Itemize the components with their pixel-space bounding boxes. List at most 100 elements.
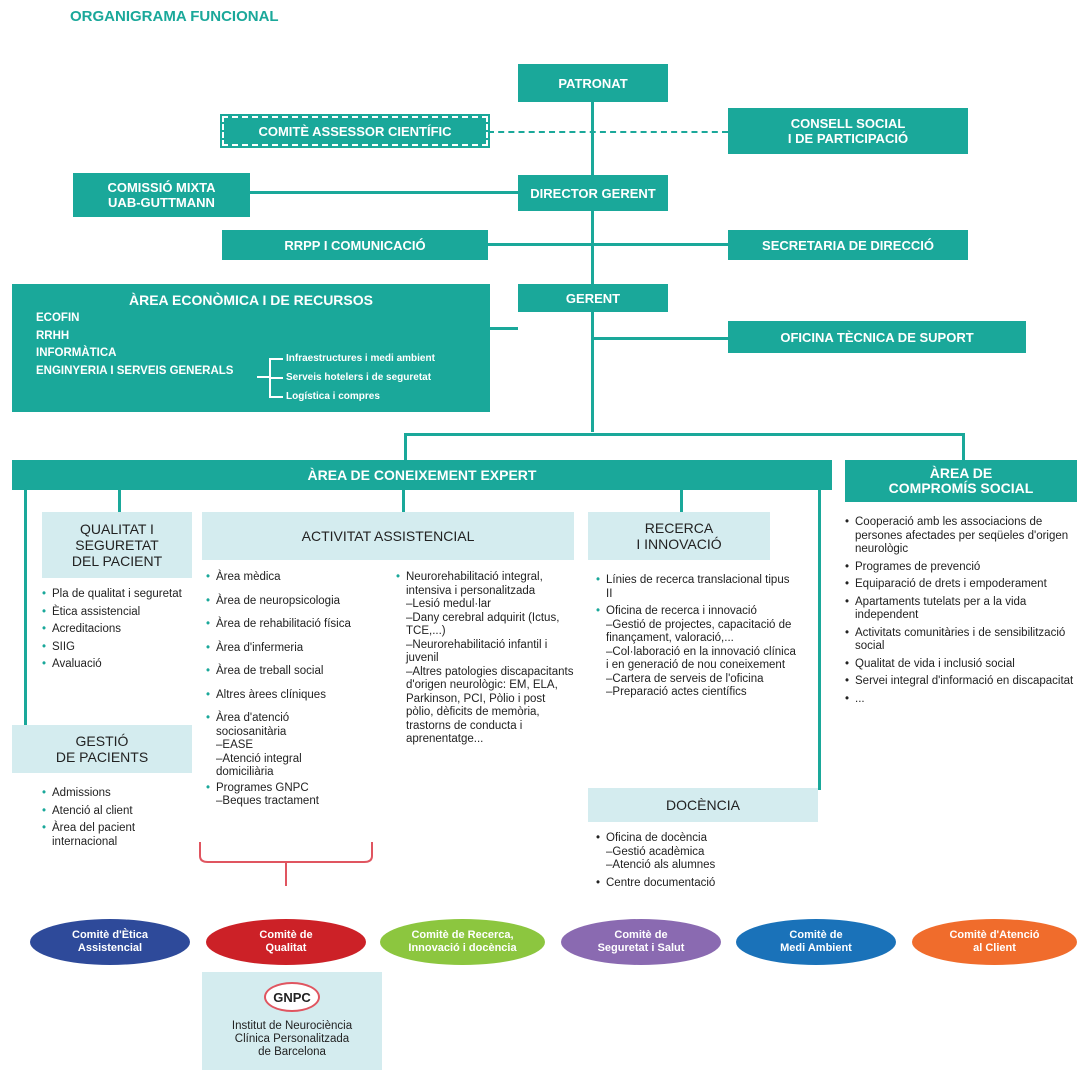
connector <box>490 327 518 330</box>
list-item-label: Neurorehabilitació integral, intensiva i… <box>406 571 543 597</box>
bracket-line <box>269 396 283 398</box>
connector <box>818 490 821 790</box>
list-item: RRHH <box>26 330 233 344</box>
connector <box>402 490 405 512</box>
comite-atencio-ellipse: Comitè d'Atenció al Client <box>912 919 1077 965</box>
sub-item: –EASE <box>216 739 254 751</box>
connector <box>488 243 728 246</box>
list-item: Admissions <box>42 787 192 801</box>
docencia-list: Oficina de docència –Gestió acadèmica –A… <box>596 832 816 894</box>
list-item: Àrea de neuropsicologia <box>206 595 376 609</box>
bracket-line <box>257 376 269 378</box>
bracket-red <box>199 842 373 886</box>
sub-item: –Beques tractament <box>216 795 319 807</box>
list-item: Centre documentació <box>596 877 816 891</box>
list-item: Àrea de treball social <box>206 665 376 679</box>
qualitat-list: Pla de qualitat i seguretat Ètica assist… <box>42 588 192 676</box>
comite-qualitat-ellipse: Comitè de Qualitat <box>206 919 366 965</box>
qualitat-box: QUALITAT I SEGURETAT DEL PACIENT <box>42 512 192 578</box>
bracket-line <box>269 377 283 379</box>
comite-seguretat-ellipse: Comitè de Seguretat i Salut <box>561 919 721 965</box>
sub-item: Serveis hotelers i de seguretat <box>286 372 432 383</box>
list-item: Àrea mèdica <box>206 571 376 585</box>
area-economica-list: ECOFIN RRHH INFORMÀTICA ENGINYERIA I SER… <box>26 312 233 382</box>
bracket-line <box>269 358 283 360</box>
sub-item: –Atenció als alumnes <box>606 859 716 871</box>
sub-item: –Altres patologies discapacitants d'orig… <box>406 665 574 746</box>
oficina-tecnica-box: OFICINA TÈCNICA DE SUPORT <box>728 321 1026 353</box>
comite-assessor-box: COMITÈ ASSESSOR CIENTÍFIC <box>220 114 490 148</box>
gestio-box: GESTIÓ DE PACIENTS <box>12 725 192 773</box>
connector <box>488 131 728 133</box>
list-item: Àrea d'atenció sociosanitària –EASE –Ate… <box>206 712 376 780</box>
comite-medi-ellipse: Comitè de Medi Ambient <box>736 919 896 965</box>
gnpc-box: GNPC Institut de Neurociència Clínica Pe… <box>202 972 382 1070</box>
sub-item: –Dany cerebral adquirit (Ictus, TCE,...) <box>406 611 560 638</box>
connector <box>250 191 520 194</box>
list-item: Línies de recerca translacional tipus II <box>596 574 796 601</box>
list-item: Avaluació <box>42 658 192 672</box>
list-item: INFORMÀTICA <box>26 347 233 361</box>
list-item: Qualitat de vida i inclusió social <box>845 658 1085 672</box>
list-item: Neurorehabilitació integral, intensiva i… <box>396 571 574 747</box>
secretaria-box: SECRETARIA DE DIRECCIÓ <box>728 230 968 260</box>
list-item: SIIG <box>42 641 192 655</box>
list-item-label: Oficina de recerca i innovació <box>606 605 757 617</box>
list-item: Programes de prevenció <box>845 561 1085 575</box>
recerca-box: RECERCA I INNOVACIÓ <box>588 512 770 560</box>
list-item-label: Oficina de docència <box>606 832 708 844</box>
list-item: Programes GNPC –Beques tractament <box>206 782 376 809</box>
sub-item: –Lesió medul·lar <box>406 598 492 610</box>
director-gerent-box: DIRECTOR GERENT <box>518 175 668 211</box>
sub-item: –Atenció integral domiciliària <box>216 752 302 779</box>
activitat-col1-list: Àrea mèdica Àrea de neuropsicologia Àrea… <box>206 571 376 813</box>
list-item: ... <box>845 693 1085 707</box>
compromis-list: Cooperació amb les associacions de perso… <box>845 516 1085 710</box>
activitat-box: ACTIVITAT ASSISTENCIAL <box>202 512 574 560</box>
list-item: Servei integral d'informació en discapac… <box>845 675 1085 689</box>
sub-item: –Cartera de serveis de l'oficina <box>606 672 764 685</box>
list-item-label: Programes GNPC <box>216 781 309 794</box>
list-item: Altres àrees clíniques <box>206 689 376 703</box>
list-item: Activitats comunitàries i de sensibilitz… <box>845 627 1085 654</box>
list-item: Àrea del pacient internacional <box>42 822 192 849</box>
area-coneixement-box: ÀREA DE CONEIXEMENT EXPERT <box>12 460 832 490</box>
list-item: ENGINYERIA I SERVEIS GENERALS <box>26 365 233 379</box>
activitat-col2-list: Neurorehabilitació integral, intensiva i… <box>396 571 574 751</box>
connector <box>404 433 964 436</box>
sub-item: –Col·laboració en la innovació clínica i… <box>606 645 796 672</box>
list-item: Oficina de recerca i innovació –Gestió d… <box>596 605 796 700</box>
list-item: ECOFIN <box>26 312 233 326</box>
area-economica-box: ÀREA ECONÒMICA I DE RECURSOS ECOFIN RRHH… <box>12 284 490 412</box>
list-item: Equiparació de drets i empoderament <box>845 578 1085 592</box>
gnpc-badge: GNPC <box>264 982 320 1012</box>
area-compromis-box: ÀREA DE COMPROMÍS SOCIAL <box>845 460 1077 502</box>
list-item: Apartaments tutelats per a la vida indep… <box>845 596 1085 623</box>
list-item-label: Àrea d'atenció sociosanitària <box>216 712 290 738</box>
connector <box>118 490 121 512</box>
list-item: Pla de qualitat i seguretat <box>42 588 192 602</box>
gnpc-text: Institut de Neurociència Clínica Persona… <box>231 1020 353 1058</box>
list-item: Àrea de rehabilitació física <box>206 618 376 632</box>
gerent-box: GERENT <box>518 284 668 312</box>
consell-social-box: CONSELL SOCIAL I DE PARTICIPACIÓ <box>728 108 968 154</box>
comissio-mixta-box: COMISSIÓ MIXTA UAB-GUTTMANN <box>73 173 250 217</box>
list-item: Ètica assistencial <box>42 606 192 620</box>
connector <box>593 337 728 340</box>
list-item: Acreditacions <box>42 623 192 637</box>
gestio-list: Admissions Atenció al client Àrea del pa… <box>42 787 192 853</box>
connector <box>680 490 683 512</box>
page-title: ORGANIGRAMA FUNCIONAL <box>70 8 279 25</box>
recerca-list: Línies de recerca translacional tipus II… <box>596 574 796 704</box>
connector <box>404 433 407 460</box>
area-economica-title: ÀREA ECONÒMICA I DE RECURSOS <box>129 292 373 308</box>
comite-recerca-ellipse: Comitè de Recerca, Innovació i docència <box>380 919 545 965</box>
sub-item: Infraestructures i medi ambient <box>286 353 435 364</box>
list-item: Oficina de docència –Gestió acadèmica –A… <box>596 832 816 873</box>
sub-item: –Neurorehabilitació infantil i juvenil <box>406 638 548 665</box>
connector <box>962 433 965 460</box>
rrpp-box: RRPP I COMUNICACIÓ <box>222 230 488 260</box>
connector <box>591 102 594 432</box>
sub-item: Logística i compres <box>286 391 380 402</box>
connector <box>24 490 27 725</box>
